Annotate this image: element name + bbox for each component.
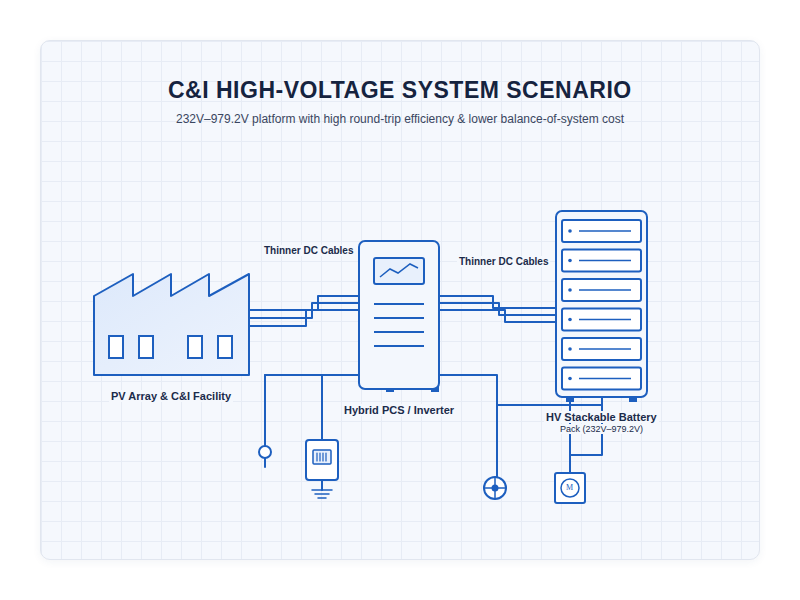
edge-label: Thinner DC Cables: [262, 245, 355, 256]
diagram-title: C&I HIGH-VOLTAGE SYSTEM SCENARIO: [168, 77, 632, 104]
node-label: PV Array & C&I Facility: [109, 390, 233, 402]
inverter-cabinet: Hybrid PCS / Inverter: [358, 240, 440, 390]
node-label: Hybrid PCS / Inverter: [342, 404, 456, 416]
node-label: HV Stackable Battery: [544, 411, 659, 423]
factory-building: PV Array & C&I Facility: [93, 270, 250, 376]
dc-cable: [440, 296, 555, 322]
diagram-caption: 232V–979.2V platform with high round-tri…: [176, 112, 624, 126]
cable-wire: [250, 310, 358, 326]
battery-rack: HV Stackable BatteryPack (232V–979.2V): [555, 210, 648, 398]
cable-wire: [440, 310, 555, 322]
node-sublabel: Pack (232V–979.2V): [558, 424, 645, 434]
edge-label: Thinner DC Cables: [457, 256, 550, 267]
motor-letter: M: [566, 484, 573, 492]
dc-cable: [250, 296, 358, 326]
